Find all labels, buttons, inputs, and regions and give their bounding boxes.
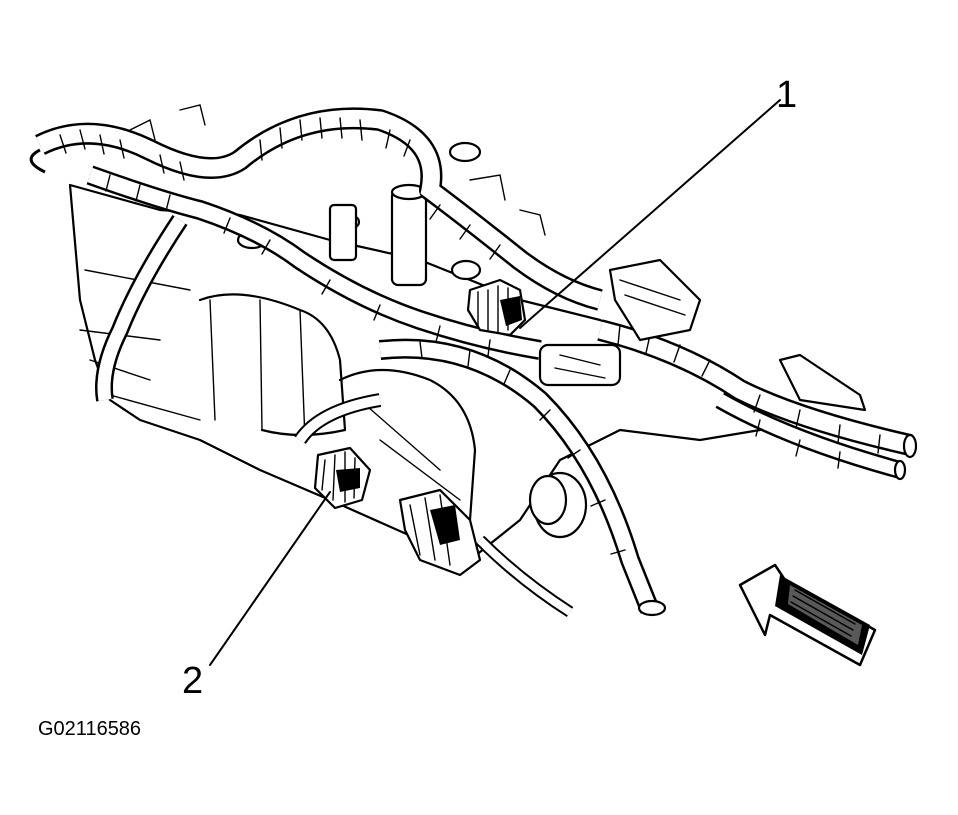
figure-id-label: G02116586 <box>38 718 142 740</box>
upper-detail-brackets <box>129 104 867 412</box>
upper-wiring-harness <box>35 107 603 360</box>
cylindrical-sensor <box>528 471 588 539</box>
view-direction-arrow <box>738 563 877 667</box>
lower-wiring-harness <box>294 338 667 618</box>
callout-number-2: 2 <box>182 660 204 702</box>
connector-1 <box>466 278 622 387</box>
callout-number-1: 1 <box>776 74 798 116</box>
right-wiring-harness <box>597 319 918 481</box>
lower-connector <box>398 488 482 577</box>
leader-lines <box>209 99 781 666</box>
left-wiring-harness <box>29 148 188 402</box>
